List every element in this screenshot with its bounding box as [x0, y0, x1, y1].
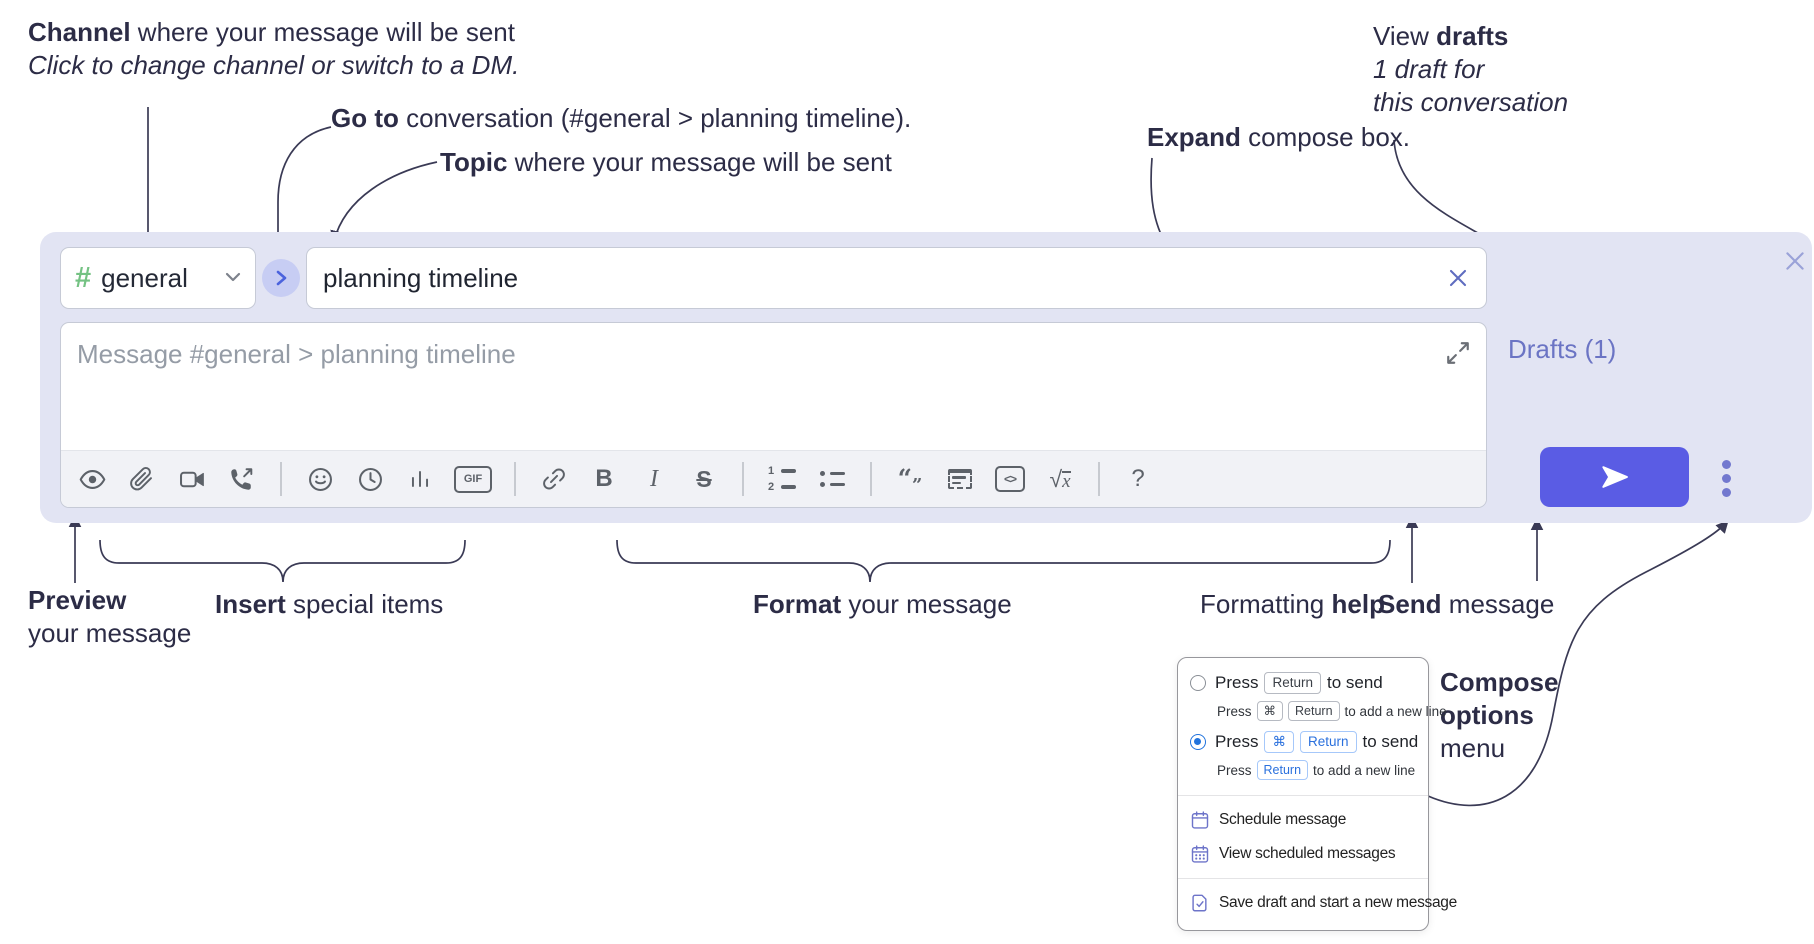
kbd-return: Return [1288, 701, 1340, 721]
gif-icon[interactable]: GIF [450, 459, 496, 499]
calendar-icon [1191, 811, 1209, 829]
menu-item-view-scheduled[interactable]: View scheduled messages [1178, 837, 1428, 871]
radio-selected-icon[interactable] [1190, 734, 1206, 750]
chevron-right-icon [276, 270, 286, 286]
toolbar-divider [280, 462, 282, 496]
send-plane-icon [1601, 466, 1628, 488]
expand-compose-icon[interactable] [1444, 339, 1472, 367]
preview-annotation: Preview your message [28, 585, 192, 648]
send-option-cmd-enter[interactable]: Press ⌘ Return to send [1178, 729, 1428, 755]
clear-topic-icon[interactable] [1446, 266, 1470, 290]
kbd-cmd: ⌘ [1264, 731, 1294, 753]
format-brace [616, 539, 1391, 583]
menu-item-schedule-message[interactable]: Schedule message [1178, 803, 1428, 837]
send-option-enter-subtext: Press ⌘ Return to add a new line [1178, 696, 1447, 729]
code-icon[interactable]: <> [990, 459, 1030, 499]
toolbar-divider [742, 462, 744, 496]
insert-annotation: Insert special items [215, 589, 444, 619]
spoiler-icon[interactable] [940, 459, 980, 499]
send-annotation: Send message [1378, 589, 1555, 619]
expand-annotation: Expand compose box. [1147, 122, 1411, 152]
topic-annotation: Topic where your message will be sent [440, 147, 892, 177]
topic-connector-line [330, 161, 438, 244]
goto-annotation: Go to conversation (#general > planning … [331, 103, 912, 133]
quote-icon[interactable]: “” [897, 464, 923, 496]
topic-input[interactable]: planning timeline [306, 247, 1487, 309]
go-to-conversation-button[interactable] [262, 259, 300, 297]
drafts-link[interactable]: Drafts (1) [1508, 334, 1617, 364]
compose-toolbar: GIF B I S 1 2 [61, 450, 1486, 507]
audio-call-icon[interactable] [222, 459, 262, 499]
send-option-cmd-enter-subtext: Press Return to add a new line [1178, 755, 1428, 788]
emoji-icon[interactable] [300, 459, 340, 499]
preview-eye-icon[interactable] [72, 459, 112, 499]
compose-send-options-menu: Press Return to send Press ⌘ Return to a… [1177, 657, 1457, 931]
save-draft-icon [1192, 894, 1207, 912]
menu-divider [1178, 795, 1428, 796]
toolbar-divider [870, 462, 872, 496]
numbered-list-icon[interactable]: 1 2 [762, 459, 802, 499]
kbd-return: Return [1256, 760, 1309, 780]
send-button[interactable] [1540, 447, 1689, 507]
attach-file-icon[interactable] [122, 459, 162, 499]
compose-options-dots-icon[interactable] [1716, 454, 1737, 503]
chevron-down-icon [225, 269, 241, 287]
view-drafts-annotation: View drafts 1 draft for this conversatio… [1373, 21, 1569, 117]
calendar-days-icon [1191, 845, 1209, 863]
bulleted-list-icon[interactable] [812, 459, 852, 499]
topic-value: planning timeline [323, 262, 519, 293]
close-compose-icon[interactable] [1780, 246, 1810, 276]
kbd-return: Return [1299, 731, 1357, 753]
poll-chart-icon[interactable] [400, 459, 440, 499]
send-option-enter[interactable]: Press Return to send [1178, 670, 1428, 696]
channel-hash-icon: # [75, 261, 92, 294]
link-icon[interactable] [534, 459, 574, 499]
compose-options-annotation: Compose options menu [1440, 667, 1559, 763]
format-annotation: Format your message [753, 589, 1012, 619]
strikethrough-icon[interactable]: S [696, 465, 712, 492]
menu-divider [1178, 878, 1428, 879]
toolbar-divider [514, 462, 516, 496]
channel-annotation: Channel where your message will be sent … [28, 17, 520, 80]
channel-name: general [101, 262, 188, 293]
compose-box: # general planning timeline Message #gen… [40, 232, 1812, 523]
toolbar-divider [1098, 462, 1100, 496]
insert-brace [99, 539, 466, 583]
message-placeholder: Message #general > planning timeline [77, 339, 516, 369]
message-input-area[interactable]: Message #general > planning timeline [60, 322, 1487, 508]
math-icon[interactable]: √x [1049, 466, 1071, 492]
channel-selector[interactable]: # general [60, 247, 256, 309]
menu-item-save-draft[interactable]: Save draft and start a new message [1178, 886, 1457, 920]
kbd-cmd: ⌘ [1256, 701, 1284, 721]
radio-unselected-icon[interactable] [1190, 675, 1206, 691]
formatting-help-annotation: Formatting help [1200, 589, 1385, 619]
video-call-icon[interactable] [172, 459, 212, 499]
kbd-return: Return [1264, 672, 1321, 694]
italic-icon[interactable]: I [650, 465, 658, 492]
schedule-clock-icon[interactable] [350, 459, 390, 499]
help-icon[interactable]: ? [1131, 465, 1145, 492]
bold-icon[interactable]: B [595, 465, 613, 492]
goto-connector-line [271, 126, 332, 245]
